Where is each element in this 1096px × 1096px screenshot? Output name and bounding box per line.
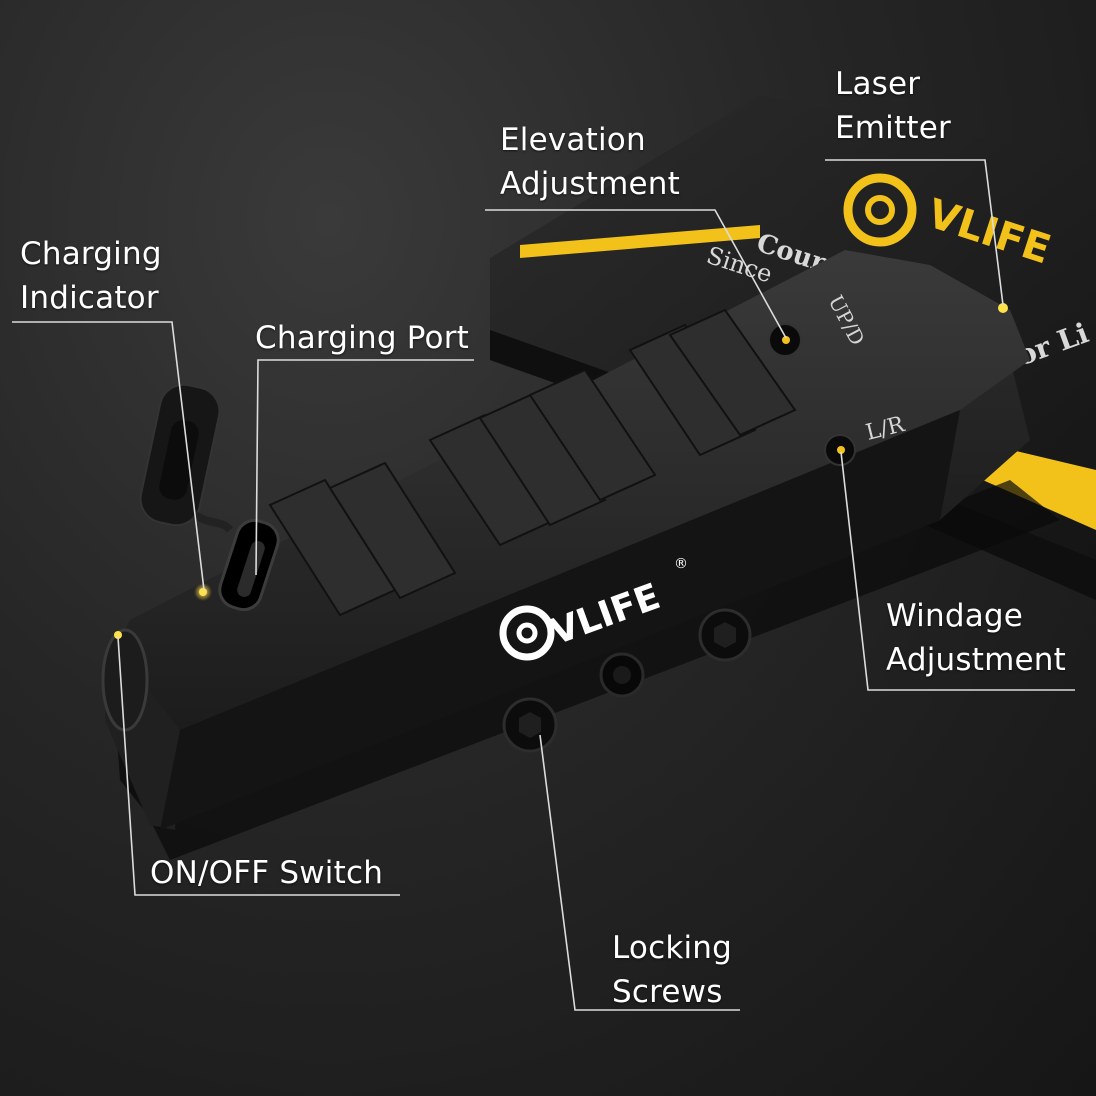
callout-charging-port: Charging Port xyxy=(255,316,469,360)
laser-sight-device: UP/D L/R VLIFE ® xyxy=(101,250,1060,860)
callout-on-off-switch: ON/OFF Switch xyxy=(150,851,383,895)
port-cover xyxy=(139,383,234,533)
callout-locking-line2: Screws xyxy=(612,974,723,1010)
registered-mark: ® xyxy=(674,556,688,572)
callout-elevation-line1: Elevation xyxy=(500,122,646,158)
box-yellow-stripe xyxy=(520,225,760,258)
callout-laser-emitter-line2: Emitter xyxy=(835,110,951,146)
callout-windage-line1: Windage xyxy=(886,598,1024,634)
charging-port xyxy=(218,518,280,612)
callout-charging-indicator: Charging Indicator xyxy=(20,232,162,320)
windage-adjustment-screw xyxy=(824,434,856,466)
callout-on-off-line1: ON/OFF Switch xyxy=(150,855,384,891)
elevation-adjustment-screw xyxy=(768,323,802,357)
callout-elevation-adjustment: Elevation Adjustment xyxy=(500,118,680,206)
picatinny-rail xyxy=(268,308,797,617)
box-logo-icon xyxy=(843,173,917,247)
callout-charging-indicator-line1: Charging xyxy=(20,236,162,272)
device-logo-icon xyxy=(499,605,555,661)
callout-windage-line2: Adjustment xyxy=(886,642,1066,678)
callout-elevation-line2: Adjustment xyxy=(500,166,680,202)
on-off-switch-button xyxy=(101,628,149,732)
callout-windage-adjustment: Windage Adjustment xyxy=(886,594,1066,682)
callout-laser-emitter-line1: Laser xyxy=(835,66,921,102)
callout-laser-emitter: Laser Emitter xyxy=(835,62,951,150)
locking-screws xyxy=(502,608,752,753)
callout-charging-port-line1: Charging Port xyxy=(255,320,470,356)
callout-locking-line1: Locking xyxy=(612,930,733,966)
callout-charging-indicator-line2: Indicator xyxy=(20,280,159,316)
leader-lines xyxy=(12,159,1075,1011)
laser-emitter-tip xyxy=(998,303,1008,313)
callout-locking-screws: Locking Screws xyxy=(612,926,732,1014)
